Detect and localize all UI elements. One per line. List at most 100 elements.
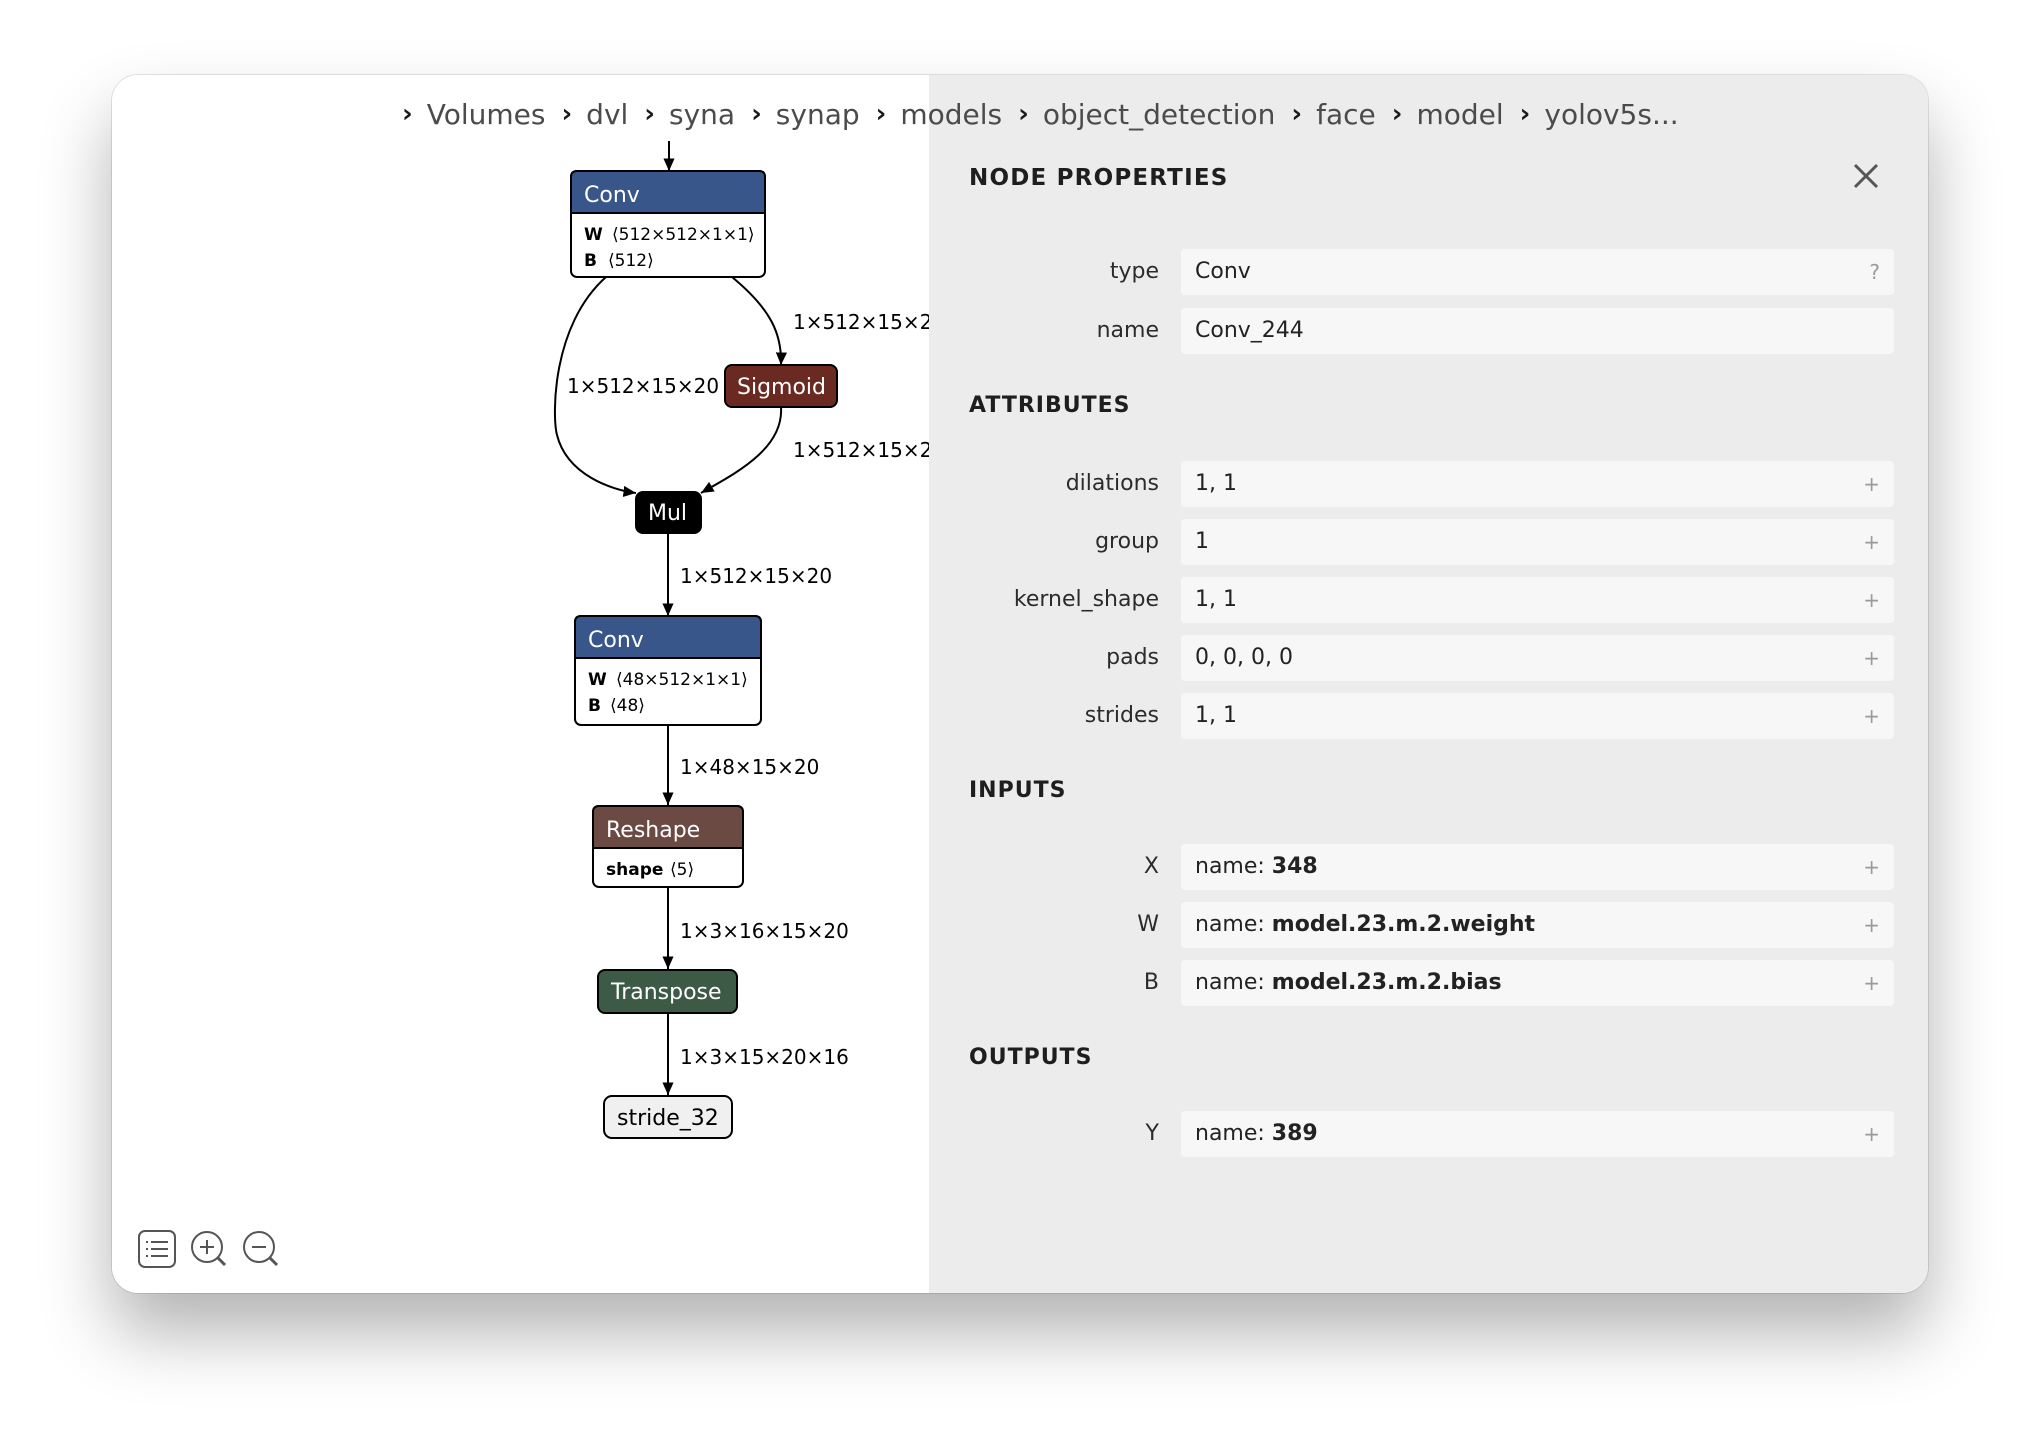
- help-icon[interactable]: ?: [1869, 260, 1880, 284]
- input-value[interactable]: name: model.23.m.2.bias +: [1181, 960, 1894, 1006]
- model-graph[interactable]: 1×512×15×20 1×512×15×20 1×512×15×20 1×51…: [112, 75, 929, 1293]
- prop-value-text: 0, 0, 0, 0: [1195, 645, 1293, 670]
- attr-label: group: [1095, 529, 1159, 554]
- node-properties-panel: NODE PROPERTIES type Conv ? name Conv_24…: [929, 75, 1928, 1293]
- attr-value[interactable]: 1, 1 +: [1181, 577, 1894, 623]
- breadcrumb-item[interactable]: › Volumes: [402, 98, 545, 131]
- section-heading-outputs: OUTPUTS: [969, 1045, 1093, 1070]
- node-title: Conv: [588, 628, 644, 653]
- node-conv-2[interactable]: Conv W ⟨48×512×1×1⟩ B ⟨48⟩: [574, 615, 762, 726]
- prop-value-prefix: name:: [1195, 1121, 1272, 1146]
- section-heading-attributes: ATTRIBUTES: [969, 393, 1131, 418]
- zoom-in-icon[interactable]: [188, 1228, 230, 1270]
- node-attr-key: shape: [606, 860, 663, 880]
- breadcrumb-item[interactable]: ›syna: [628, 98, 735, 131]
- prop-label-type: type: [1109, 259, 1159, 284]
- input-value[interactable]: name: model.23.m.2.weight +: [1181, 902, 1894, 948]
- attr-value[interactable]: 1 +: [1181, 519, 1894, 565]
- node-reshape[interactable]: Reshape shape ⟨5⟩: [592, 805, 744, 888]
- node-sigmoid[interactable]: Sigmoid: [724, 364, 838, 408]
- expand-icon[interactable]: +: [1863, 588, 1880, 612]
- prop-value-text: model.23.m.2.weight: [1271, 912, 1536, 937]
- edge-label: 1×3×16×15×20: [680, 919, 849, 943]
- attr-label: pads: [1106, 645, 1159, 670]
- node-output[interactable]: stride_32: [603, 1095, 733, 1139]
- node-title: Sigmoid: [737, 375, 826, 400]
- chevron-right-icon: ›: [402, 99, 413, 129]
- expand-icon[interactable]: +: [1863, 472, 1880, 496]
- edge-conv-sigmoid: [731, 276, 788, 366]
- prop-value-text: 1: [1195, 529, 1209, 554]
- node-mul[interactable]: Mul: [635, 491, 702, 534]
- node-attr-value: ⟨48×512×1×1⟩: [616, 670, 748, 690]
- input-label: W: [1137, 912, 1159, 937]
- breadcrumb-label[interactable]: object_detection: [1042, 97, 1276, 131]
- expand-icon[interactable]: +: [1863, 913, 1880, 937]
- prop-value-type[interactable]: Conv ?: [1181, 249, 1894, 295]
- prop-value-prefix: name:: [1195, 970, 1272, 995]
- output-value[interactable]: name: 389 +: [1181, 1111, 1894, 1157]
- expand-icon[interactable]: +: [1863, 855, 1880, 879]
- zoom-out-icon[interactable]: [240, 1228, 282, 1270]
- node-title: Transpose: [610, 980, 722, 1005]
- breadcrumb-item[interactable]: ›object_detection: [1002, 98, 1275, 131]
- edge-label: 1×512×15×20: [680, 564, 832, 588]
- breadcrumb-item[interactable]: › yolov5s...: [1504, 98, 1679, 131]
- edge-label: 1×3×15×20×16: [680, 1045, 849, 1069]
- breadcrumb-item[interactable]: ›dvl: [545, 98, 628, 131]
- chevron-right-icon: ›: [1519, 99, 1531, 129]
- edge-conv-mul: [553, 276, 637, 497]
- breadcrumb: ›Volumes ›dvl ›syna ›synap ›models ›obje…: [402, 89, 1679, 139]
- breadcrumb-label[interactable]: synap: [775, 97, 860, 131]
- node-title: Conv: [584, 183, 640, 208]
- breadcrumb-label[interactable]: Volumes: [426, 97, 546, 131]
- edge-label: 1×512×15×20: [793, 438, 929, 462]
- edge-sigmoid-mul: [700, 406, 783, 494]
- attr-label: kernel_shape: [1013, 587, 1159, 612]
- breadcrumb-label[interactable]: models: [900, 97, 1003, 131]
- breadcrumb-label[interactable]: model: [1416, 97, 1504, 131]
- input-value[interactable]: name: 348 +: [1181, 844, 1894, 890]
- edge-label: 1×512×15×20: [793, 310, 929, 334]
- prop-value-text: 1, 1: [1195, 703, 1237, 728]
- attr-value[interactable]: 0, 0, 0, 0 +: [1181, 635, 1894, 681]
- chevron-right-icon: ›: [1291, 99, 1303, 129]
- node-attr-value: ⟨512×512×1×1⟩: [612, 225, 755, 245]
- prop-value-name[interactable]: Conv_244: [1181, 308, 1894, 354]
- prop-value-prefix: name:: [1195, 854, 1272, 879]
- node-attr-value: ⟨5⟩: [670, 860, 694, 880]
- node-attr-key: B: [588, 696, 601, 716]
- breadcrumb-item[interactable]: ›synap: [735, 98, 860, 131]
- breadcrumb-item[interactable]: › models: [860, 98, 1003, 131]
- chevron-right-icon: ›: [875, 99, 887, 129]
- expand-icon[interactable]: +: [1863, 646, 1880, 670]
- prop-value-text: 389: [1271, 1121, 1318, 1146]
- breadcrumb-label[interactable]: dvl: [586, 97, 629, 131]
- node-conv-1[interactable]: Conv W ⟨512×512×1×1⟩ B ⟨512⟩: [570, 170, 766, 278]
- graph-edges: [553, 141, 788, 1095]
- chevron-right-icon: ›: [1391, 99, 1403, 129]
- graph-canvas[interactable]: 1×512×15×20 1×512×15×20 1×512×15×20 1×51…: [112, 75, 929, 1293]
- node-title: Reshape: [606, 818, 700, 843]
- breadcrumb-label[interactable]: syna: [669, 97, 736, 131]
- list-icon[interactable]: [136, 1228, 178, 1270]
- prop-value-text: Conv: [1195, 259, 1251, 284]
- attr-value[interactable]: 1, 1 +: [1181, 461, 1894, 507]
- graph-toolbar: [136, 1228, 282, 1270]
- attr-label: dilations: [1065, 471, 1159, 496]
- node-attr-key: B: [584, 251, 597, 271]
- expand-icon[interactable]: +: [1863, 530, 1880, 554]
- node-attr-key: W: [588, 670, 607, 690]
- expand-icon[interactable]: +: [1863, 704, 1880, 728]
- breadcrumb-label[interactable]: face: [1316, 97, 1376, 131]
- node-attr-value: ⟨512⟩: [608, 251, 654, 271]
- attr-value[interactable]: 1, 1 +: [1181, 693, 1894, 739]
- close-icon[interactable]: [1851, 161, 1881, 191]
- breadcrumb-item[interactable]: › model: [1376, 98, 1504, 131]
- prop-value-text: 348: [1271, 854, 1318, 879]
- expand-icon[interactable]: +: [1863, 1122, 1880, 1146]
- node-transpose[interactable]: Transpose: [597, 969, 738, 1014]
- breadcrumb-item[interactable]: › face: [1275, 98, 1375, 131]
- expand-icon[interactable]: +: [1863, 971, 1880, 995]
- breadcrumb-label[interactable]: yolov5s...: [1544, 97, 1679, 131]
